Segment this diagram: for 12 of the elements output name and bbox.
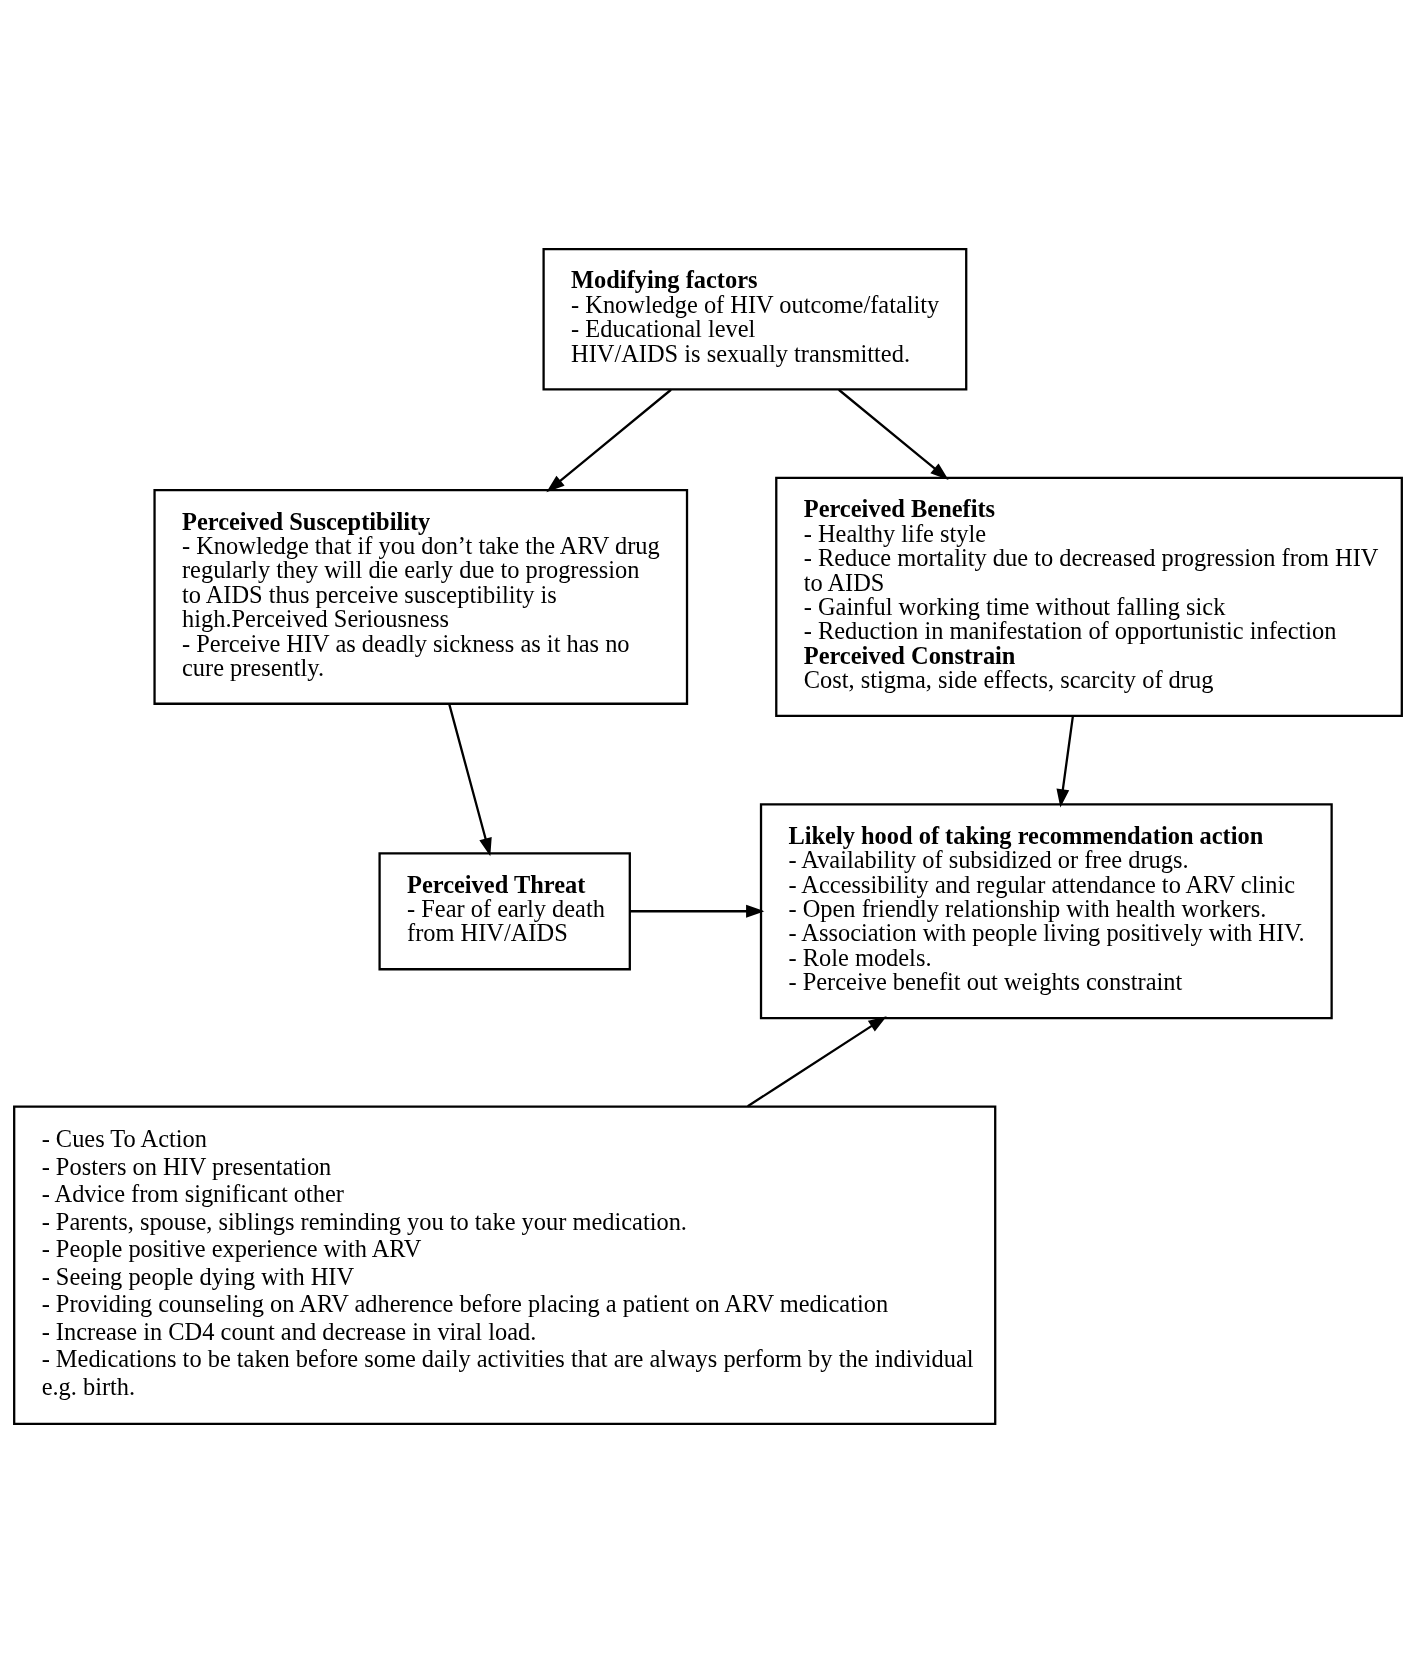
arrow (747, 1015, 887, 1107)
node-box: Perceived Threat - Fear of early death from HIV/AIDS (378, 851, 631, 970)
arrow (448, 703, 492, 856)
node-box: - Cues To Action - Posters on HIV presentation - Advice from significant other - Parents, spouse, siblings reminding you to take your medication. - People positive experience with ARV - Seeing people dying with HIV - Providing counseling on ARV adherence before placing a patient on ARV medication - Increase in CD4 count and decrease in viral load. - Medications to be taken before some daily activities that are always perform by the individual e.g. birth. (13, 1104, 997, 1425)
arrow (1056, 715, 1075, 808)
arrow (546, 388, 672, 492)
node-box: Perceived Susceptibility - Knowledge that if you don’t take the ARV drug regularly they will die early due to progression to AIDS thus perceive susceptibility is high.Perceived Seriousness - Perceive HIV as deadly sickness as it has no cure presently. (153, 488, 689, 705)
arrow (630, 904, 765, 918)
node-box: Perceived Benefits - Healthy life style - Reduce mortality due to decreased progression from HIV to AIDS - Gainful working time without falling sick - Reduction in manifestation of opportunistic infection Perceived Constrain Cost, stigma, side effects, scarcity of drug (775, 476, 1403, 717)
arrow (838, 388, 949, 480)
node-box: Modifying factors - Knowledge of HIV outcome/fatality - Educational level HIV/AIDS is sexually transmitted. (542, 247, 968, 391)
node-box: Likely hood of taking recommendation action - Availability of subsidized or free drugs. - Accessibility and regular attendance to ARV clinic - Open friendly relationship with health workers. - Association with people living positively with HIV. - Role models. - Perceive benefit out weights constraint (759, 802, 1333, 1019)
